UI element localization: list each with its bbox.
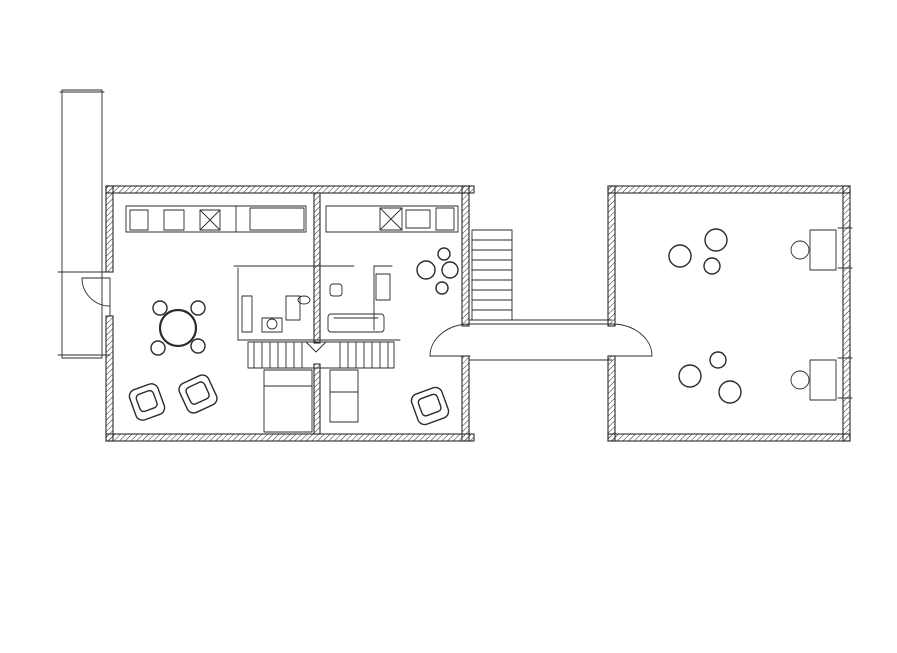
desk-bottom	[790, 359, 837, 401]
desk-top	[790, 229, 837, 271]
armchair-right	[178, 374, 218, 414]
entry-door	[81, 277, 111, 317]
annex	[607, 185, 853, 442]
bathroom	[233, 265, 401, 341]
kitchen-counter	[125, 205, 307, 233]
annex-wall-markers	[837, 227, 853, 399]
bedroom-stools	[416, 247, 459, 295]
exterior-stair	[471, 229, 513, 321]
armchair-left	[128, 383, 166, 421]
main-house	[57, 89, 513, 442]
annex-door	[611, 323, 653, 357]
chimney	[57, 89, 111, 359]
stools-lower	[678, 351, 742, 404]
side-door	[429, 323, 471, 357]
stair-landings	[263, 369, 359, 433]
dining-chairs	[150, 300, 206, 356]
bathtub	[327, 313, 385, 333]
interior-stair	[247, 341, 395, 369]
stools-upper	[668, 228, 728, 275]
covered-walkway	[469, 319, 613, 361]
wardrobe	[325, 205, 459, 233]
armchair-bedroom	[410, 386, 450, 426]
round-dining-table	[158, 308, 198, 348]
annex-walls	[607, 185, 851, 442]
